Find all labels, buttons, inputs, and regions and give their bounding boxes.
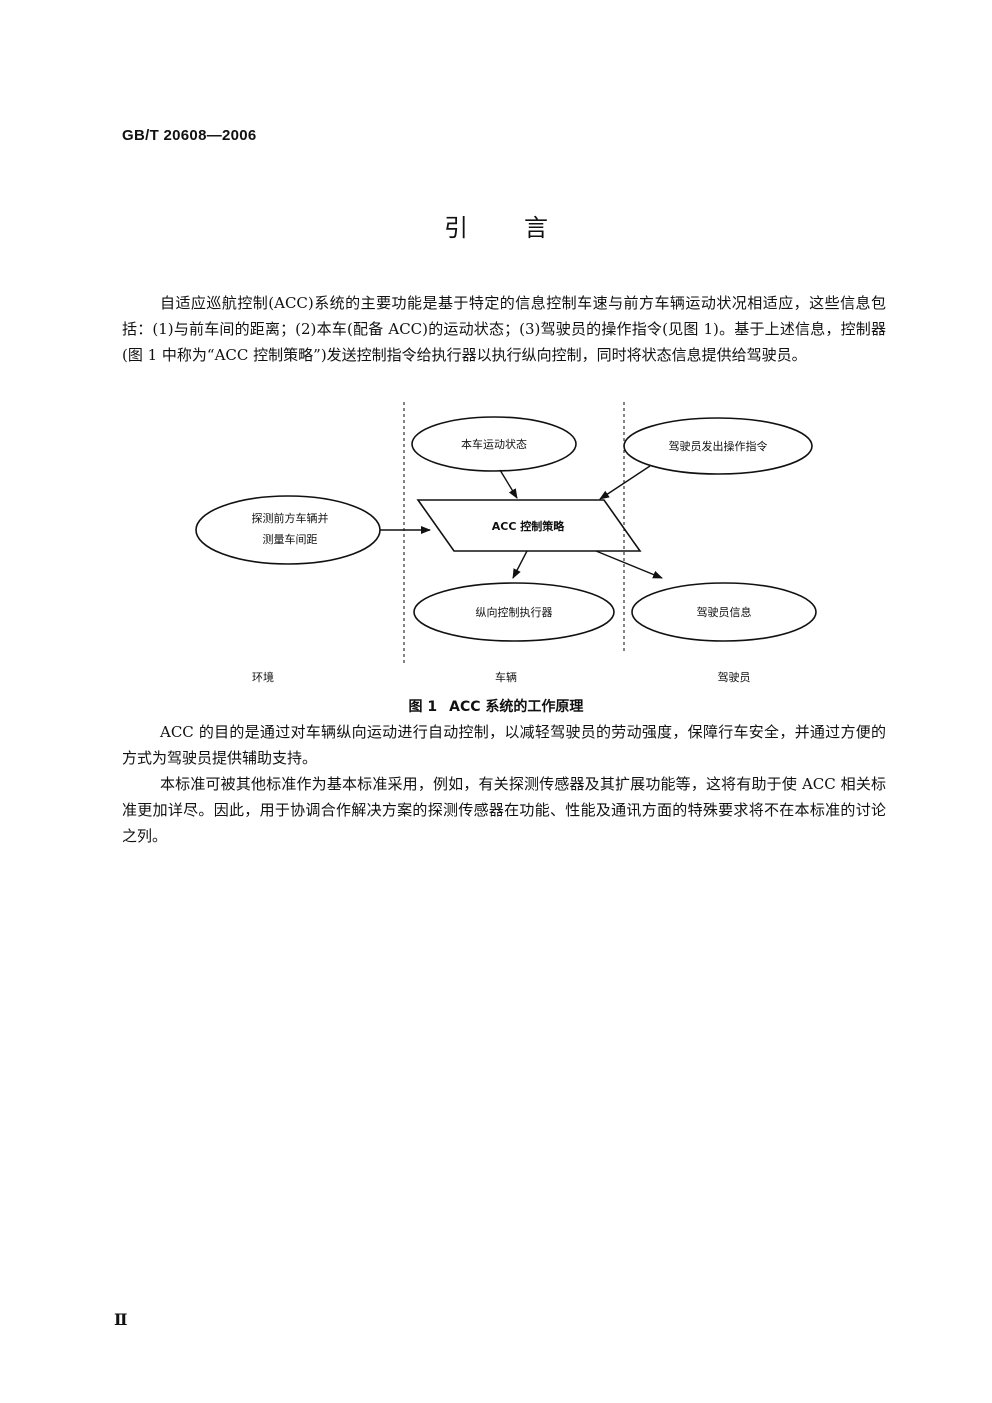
zone-label-vehicle: 车辆 <box>495 670 517 684</box>
arrow-strategy-to-driver-info <box>595 550 663 579</box>
node-actuator: 纵向控制执行器 <box>413 582 615 642</box>
standard-code: GB/T 20608—2006 <box>122 127 257 144</box>
arrow-strategy-to-actuator <box>512 550 528 579</box>
node-actuator-label: 纵向控制执行器 <box>476 605 553 619</box>
node-driver-info: 驾驶员信息 <box>631 582 817 642</box>
paragraph-scope: 本标准可被其他标准作为基本标准采用，例如，有关探测传感器及其扩展功能等，这将有助… <box>122 775 886 845</box>
node-acc-strategy: ACC 控制策略 <box>416 499 642 552</box>
node-driver-command-label: 驾驶员发出操作指令 <box>669 439 768 453</box>
arrow-command-to-strategy <box>599 465 651 500</box>
section-title: 引言 <box>444 214 604 242</box>
figure-caption: 图 1 ACC 系统的工作原理 <box>0 696 992 716</box>
node-detect-vehicle: 探测前方车辆并 测量车间距 <box>195 495 381 565</box>
node-detect-label-line1: 探测前方车辆并 <box>252 511 329 525</box>
paragraph-purpose: ACC 的目的是通过对车辆纵向运动进行自动控制，以减轻驾驶员的劳动强度，保障行车… <box>122 723 886 767</box>
zone-label-driver: 驾驶员 <box>718 670 751 684</box>
figure-caption-text: ACC 系统的工作原理 <box>449 699 584 715</box>
node-detect-label-line2: 测量车间距 <box>263 532 318 546</box>
node-vehicle-state-label: 本车运动状态 <box>461 437 527 451</box>
figure-caption-number: 图 1 <box>408 699 438 715</box>
zone-label-environment: 环境 <box>252 670 274 684</box>
node-vehicle-state: 本车运动状态 <box>411 416 577 472</box>
page-number: Ⅱ <box>114 1310 128 1329</box>
node-acc-strategy-label: ACC 控制策略 <box>492 519 565 533</box>
paragraph-intro: 自适应巡航控制(ACC)系统的主要功能是基于特定的信息控制车速与前方车辆运动状况… <box>122 294 886 364</box>
acc-principle-diagram: 本车运动状态 驾驶员发出操作指令 探测前方车辆并 测量车间距 纵向控制执行器 驾… <box>195 402 817 684</box>
arrow-state-to-strategy <box>499 469 518 499</box>
node-driver-info-label: 驾驶员信息 <box>697 605 752 619</box>
node-driver-command: 驾驶员发出操作指令 <box>623 417 813 475</box>
